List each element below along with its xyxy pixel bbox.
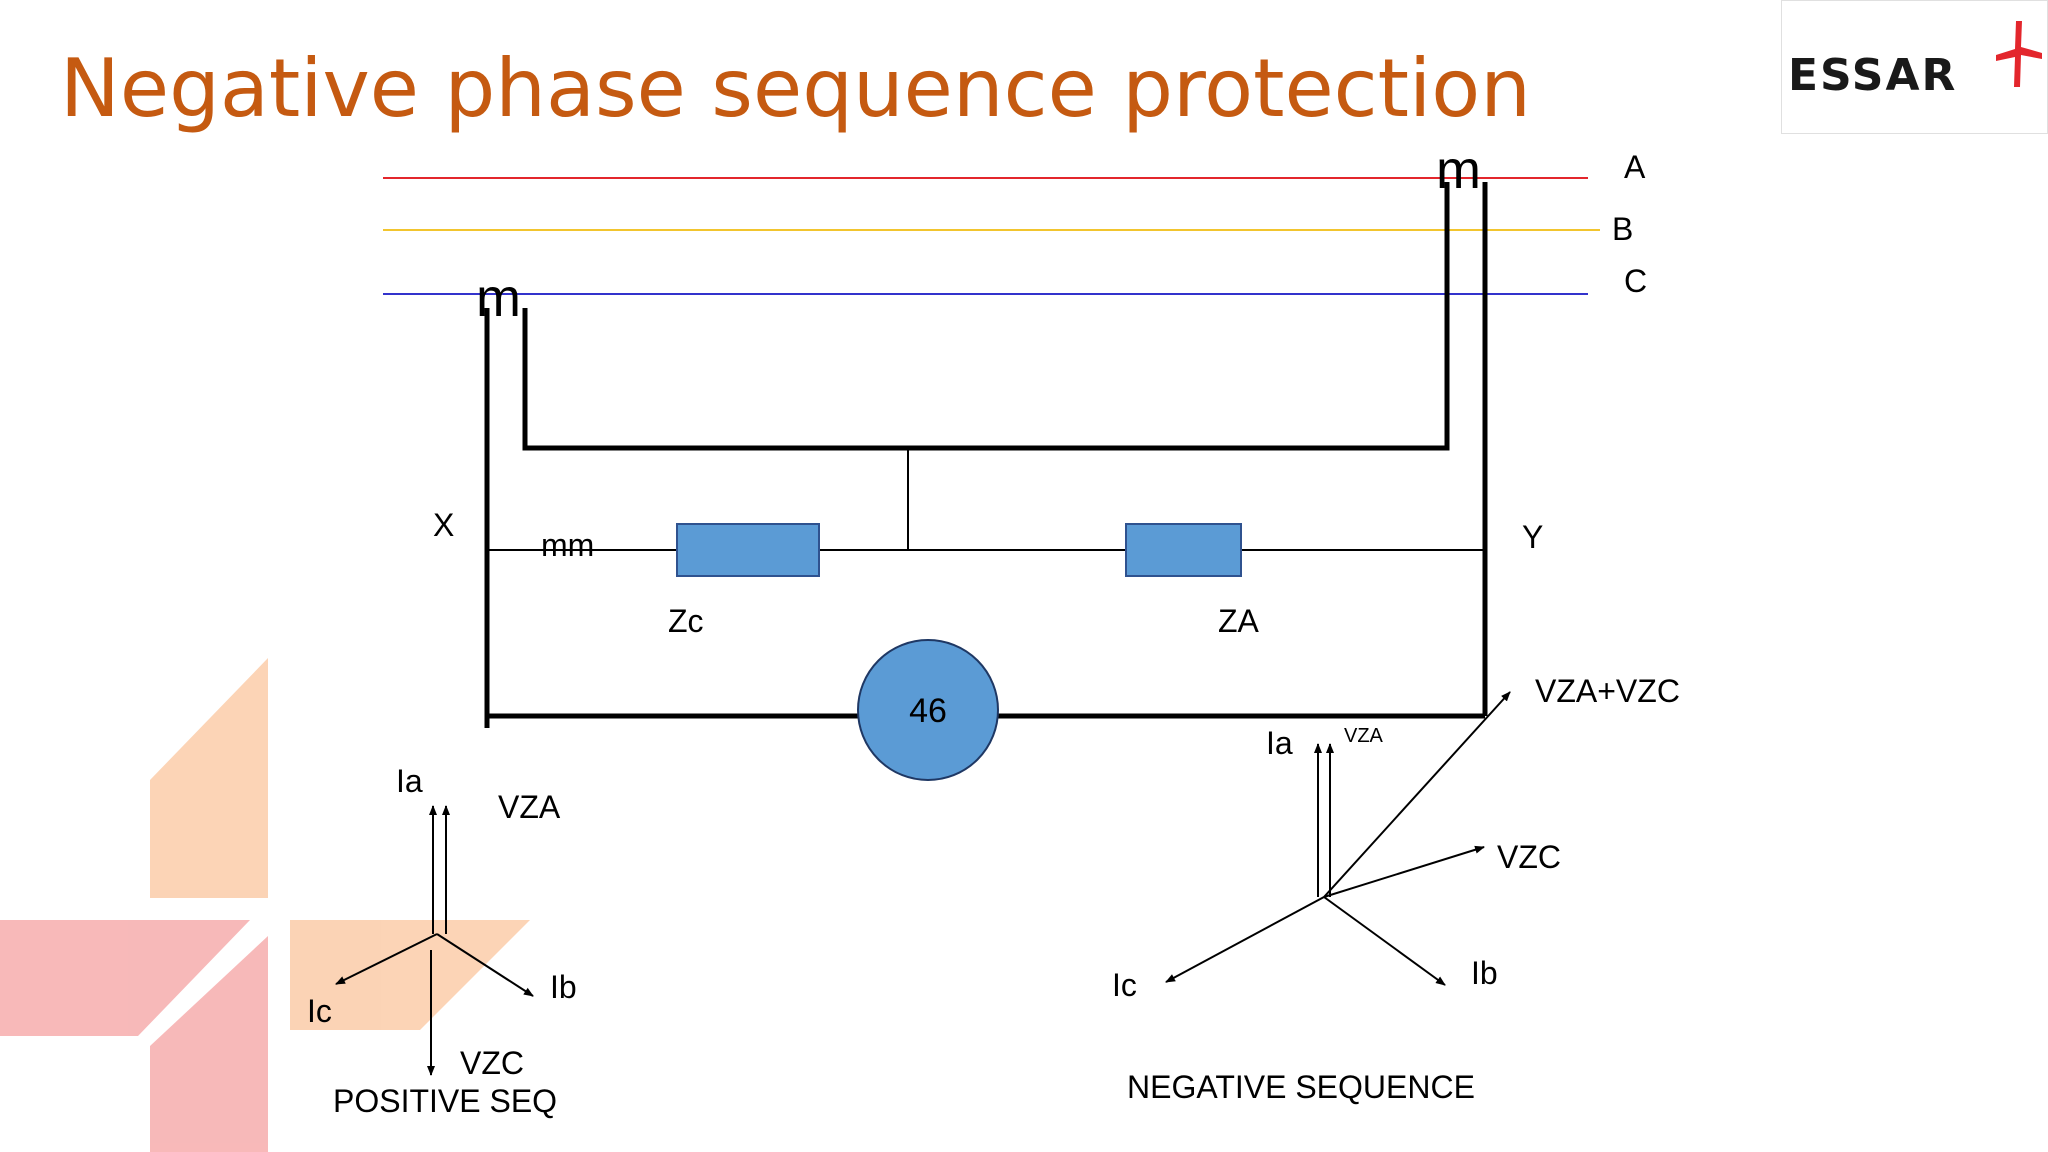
logo-wordmark: ESSAR: [1788, 50, 1958, 101]
impedance-za: [1125, 523, 1242, 577]
pos-ib-label: Ib: [550, 969, 577, 1005]
link-symbol: mm: [541, 527, 594, 563]
positive-sequence-phasors: [335, 805, 534, 1076]
essar-logo: ESSAR: [1781, 0, 2048, 134]
impedance-zc-label: Zc: [668, 603, 704, 639]
negative-sequence-phasors: [1165, 691, 1511, 986]
phase-label-b: B: [1612, 211, 1633, 247]
phase-label-c: C: [1624, 263, 1647, 299]
relay-46: [857, 639, 999, 781]
pos-vzc-label: VZC: [460, 1045, 524, 1081]
relay-46-label: 46: [909, 692, 947, 730]
neg-ia-label: Ia: [1266, 725, 1293, 761]
neg-ic-label: Ic: [1112, 967, 1137, 1003]
neg-ib-label: Ib: [1471, 955, 1498, 991]
ct-symbol-right: m: [1436, 140, 1481, 200]
pos-ia-label: Ia: [396, 763, 423, 799]
impedance-zc: [676, 523, 820, 577]
logo-star-icon: [1996, 21, 2042, 87]
impedance-branch-wiring: [487, 448, 1485, 551]
ct-secondary-wiring: [484, 182, 1488, 728]
background-watermark: [0, 658, 530, 1152]
pos-ic-label: Ic: [307, 993, 332, 1029]
neg-vza-label: VZA: [1344, 725, 1384, 747]
node-x-label: X: [433, 507, 454, 543]
neg-vza-vzc-label: VZA+VZC: [1535, 673, 1680, 709]
pos-caption: POSITIVE SEQ: [333, 1083, 557, 1119]
phase-label-a: A: [1624, 149, 1646, 185]
slide-title: Negative phase sequence protection: [60, 42, 1531, 135]
node-y-label: Y: [1522, 519, 1543, 555]
neg-vzc-label: VZC: [1497, 839, 1561, 875]
pos-vza-label: VZA: [498, 789, 561, 825]
impedance-za-label: ZA: [1218, 603, 1260, 639]
ct-symbol-left: m: [476, 268, 521, 328]
neg-caption: NEGATIVE SEQUENCE: [1127, 1069, 1475, 1105]
